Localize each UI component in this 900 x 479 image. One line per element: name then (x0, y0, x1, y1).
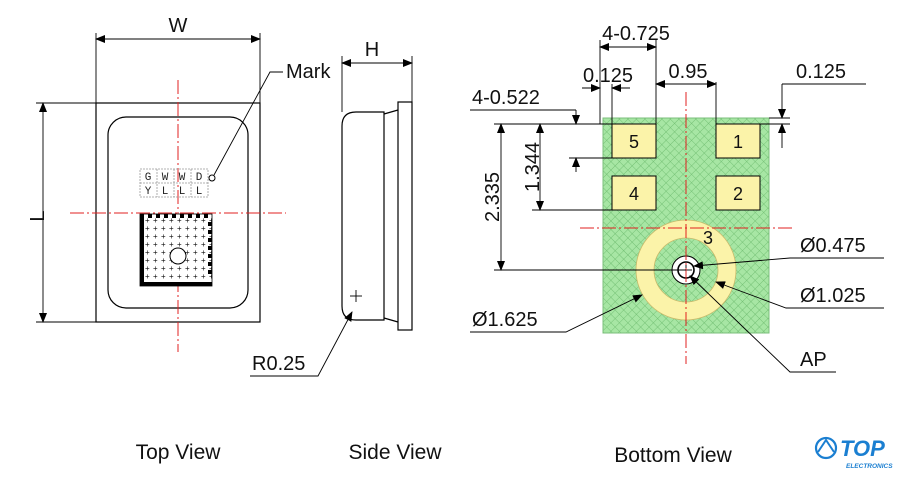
caption-side-view: Side View (348, 441, 442, 464)
dim-gap-left: 0.125 (583, 65, 633, 87)
dim-d-outer: Ø1.625 (472, 309, 538, 331)
marking-char: G (145, 172, 152, 184)
top-view: W L G W W D Y L L L Mark (27, 15, 331, 352)
pad-2 (715, 175, 761, 211)
caption-top-view: Top View (136, 441, 222, 464)
port-label: AP (800, 349, 827, 371)
marking-char: W (162, 172, 169, 184)
pad-number: 1 (733, 132, 743, 152)
dim-port-offset: 2.335 (482, 172, 504, 222)
marking-char: L (196, 186, 203, 198)
pad-5 (611, 123, 657, 159)
height-label: H (365, 39, 379, 61)
dim-gap-right: 0.125 (796, 61, 846, 83)
width-label: W (169, 15, 188, 37)
logo-icon (814, 436, 838, 460)
side-view-body (341, 111, 385, 321)
marking-code: G W W D Y L L L (139, 168, 209, 198)
pad-4 (611, 175, 657, 211)
logo-subtitle: ELECTRONICS (846, 463, 893, 470)
caption-bottom-view: Bottom View (614, 444, 732, 467)
dim-pad-width: 4-0.725 (602, 23, 670, 45)
dim-pad-pitch: 1.344 (522, 142, 544, 192)
marking-char: D (196, 172, 203, 184)
length-label: L (27, 210, 49, 221)
pad-1 (715, 123, 761, 159)
bottom-view: 5 1 4 2 3 4-0.725 0.125 0.95 0.125 4-0.5… (470, 23, 884, 373)
dim-d-mid: Ø1.025 (800, 285, 866, 307)
marking-char: L (162, 186, 169, 198)
datamatrix-code (139, 213, 213, 287)
orientation-mark (208, 174, 216, 182)
marking-char: W (179, 172, 186, 184)
side-view-base (397, 101, 413, 331)
pad-number: 4 (629, 184, 639, 204)
pad-number: 5 (629, 132, 639, 152)
marking-char: Y (145, 186, 152, 198)
marking-char: L (179, 186, 186, 198)
dim-pad-spacing: 0.95 (669, 61, 708, 83)
pad-number: 2 (733, 184, 743, 204)
mark-label: Mark (286, 61, 331, 83)
dim-d-inner: Ø0.475 (800, 235, 866, 257)
dim-pad-height: 4-0.522 (472, 87, 540, 109)
side-view: H R0.25 (250, 39, 413, 377)
radius-label: R0.25 (252, 353, 305, 375)
pad-number: 3 (703, 228, 713, 248)
logo-name: TOP (840, 436, 885, 461)
company-logo: TOP ELECTRONICS (814, 436, 893, 470)
